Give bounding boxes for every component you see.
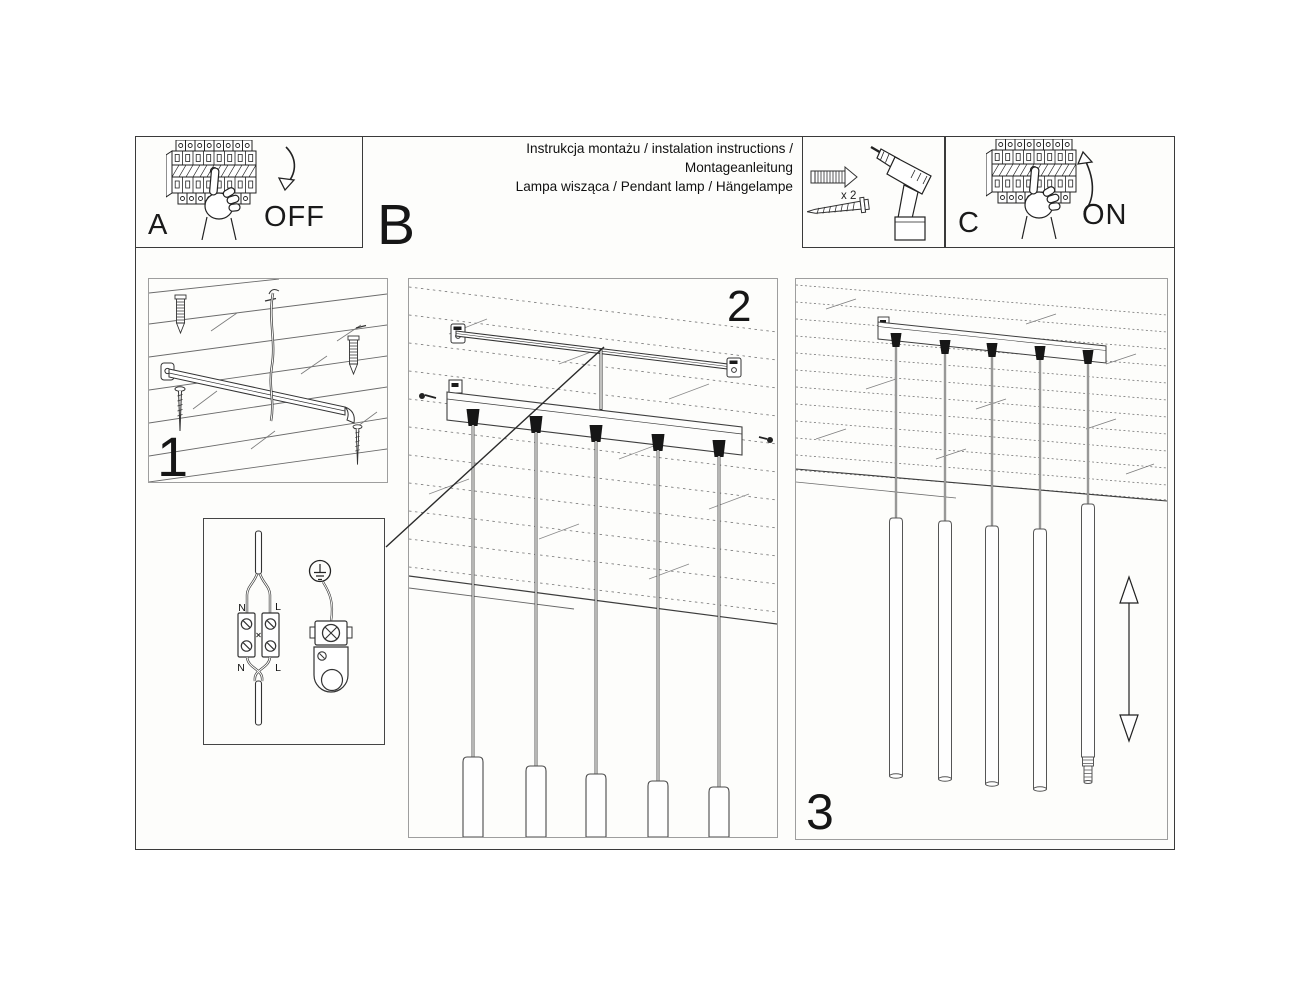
- curved-arrow-down-icon: [277, 146, 296, 192]
- wiring-detail-box: N L N L: [203, 518, 385, 745]
- height-adjust-arrow-icon: [1119, 575, 1139, 743]
- wall-plug-icon: [347, 335, 360, 376]
- mounting-bracket: [160, 362, 355, 424]
- tools-panel: x 2: [802, 136, 945, 248]
- anchor-quantity-label: x 2: [841, 190, 857, 202]
- bulb-socket: [1082, 756, 1094, 784]
- mains-cable: [268, 289, 280, 422]
- ceiling-texture: [796, 284, 1167, 502]
- step-1-illustration: [149, 279, 387, 482]
- step-c-panel: C ON: [945, 136, 1175, 248]
- step-3-number: 3: [806, 784, 834, 840]
- mounting-bracket: [450, 323, 742, 378]
- pendant-tubes: [889, 503, 1095, 792]
- power-on-label: ON: [1082, 199, 1128, 231]
- title-line-2: Lampa wisząca / Pendant lamp / Hängelamp…: [515, 179, 793, 194]
- step-2-panel: 2: [408, 278, 778, 838]
- step-a-illustration: [166, 140, 296, 240]
- panel-a-letter: A: [148, 209, 168, 241]
- wire-label-n-top: N: [238, 602, 246, 614]
- earth-clamp: [309, 620, 353, 693]
- wire-label-n-bottom: N: [237, 662, 245, 674]
- canopy: [877, 316, 1107, 364]
- step-1-number: 1: [157, 425, 189, 483]
- step-c-illustration: [986, 139, 1094, 239]
- tools-illustration: [806, 145, 932, 241]
- pendant-cables: [471, 425, 721, 789]
- power-off-label: OFF: [264, 201, 325, 233]
- ceiling-texture: [149, 279, 387, 482]
- screw-icon: [806, 196, 870, 215]
- earth-symbol-icon: [308, 559, 332, 583]
- step-2-illustration: [409, 286, 777, 837]
- power-drill-icon: [870, 145, 932, 241]
- panel-c-letter: C: [958, 207, 979, 239]
- wall-plug-icon: [810, 165, 858, 189]
- terminal-block: [237, 612, 280, 658]
- supply-cable: [245, 530, 272, 613]
- wall-plug-icon: [174, 294, 187, 335]
- step-3-panel: 3: [795, 278, 1168, 840]
- wire-label-l-bottom: L: [275, 662, 281, 674]
- step-1-panel: 1: [148, 278, 388, 483]
- output-cable: [245, 656, 272, 726]
- canopy: [446, 379, 743, 456]
- step-a-panel: A OFF: [135, 136, 363, 248]
- panel-b-letter: B: [377, 193, 416, 257]
- step-3-illustration: [796, 284, 1167, 792]
- pendant-tubes: [462, 756, 730, 837]
- cord-grips: [890, 333, 1094, 364]
- screw-icon: [174, 386, 186, 432]
- wiring-illustration: N L N L: [237, 530, 353, 726]
- step-2-number: 2: [727, 282, 752, 331]
- title-block: Instrukcja montażu / instalation instruc…: [420, 139, 793, 196]
- pendant-cables: [894, 347, 1090, 529]
- curved-arrow-up-icon: [1076, 150, 1094, 213]
- title-line-1: Instrukcja montażu / instalation instruc…: [526, 141, 793, 175]
- screw-icon: [352, 424, 363, 465]
- earth-wire: [322, 581, 334, 622]
- wire-label-l-top: L: [275, 601, 281, 613]
